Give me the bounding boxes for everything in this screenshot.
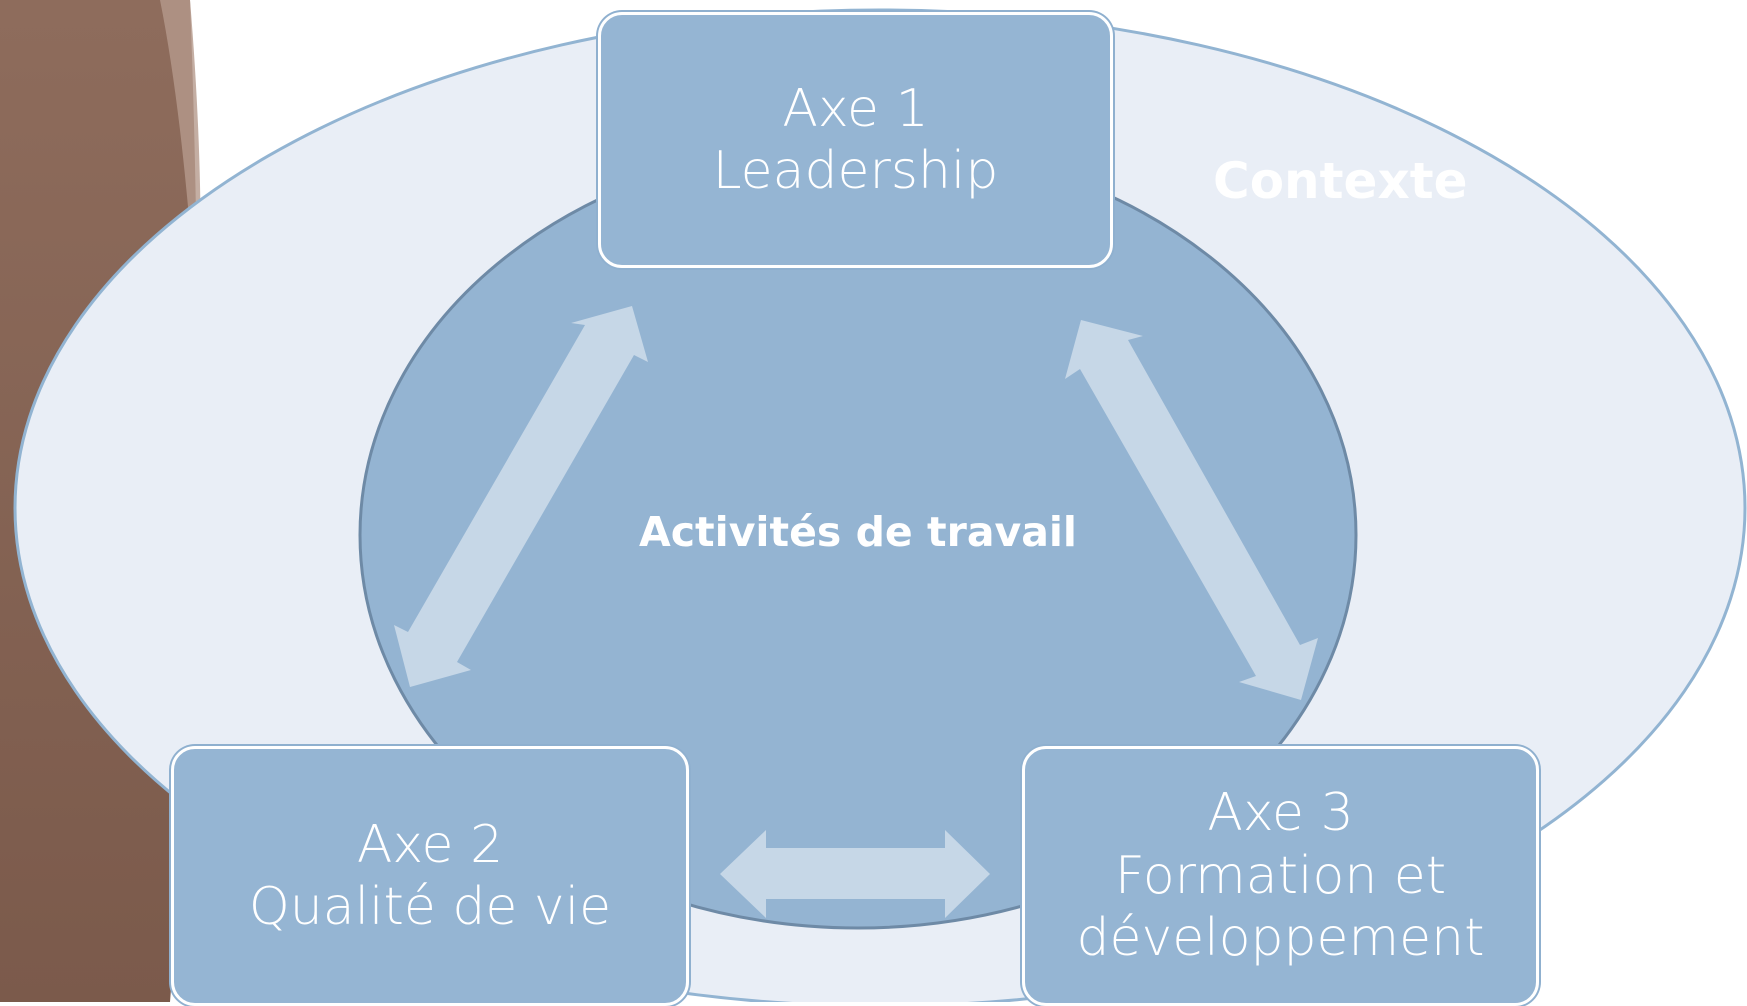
work-activities-label: Activités de travail [639,508,1077,556]
axis-1-title: Leadership [712,141,999,201]
axis-3-title-line2: développement [1076,908,1485,969]
axis-1-box: Axe 1 Leadership [598,12,1113,268]
axis-3-title-line1: Formation et [1114,845,1447,906]
double-arrow-axe2-axe3 [720,830,990,918]
double-arrow-axe1-axe2 [394,306,648,687]
side-bar-highlight [160,0,201,330]
axis-2-title: Qualité de vie [248,877,612,937]
axis-3-number: Axe 3 [1207,783,1354,844]
axis-2-box: Axe 2 Qualité de vie [171,746,689,1006]
double-arrow-axe1-axe3 [1065,320,1318,700]
context-label: Contexte [1213,152,1468,210]
axis-1-number: Axe 1 [782,78,929,139]
axis-3-box: Axe 3 Formation et développement [1022,746,1539,1006]
axis-2-number: Axe 2 [356,814,504,875]
